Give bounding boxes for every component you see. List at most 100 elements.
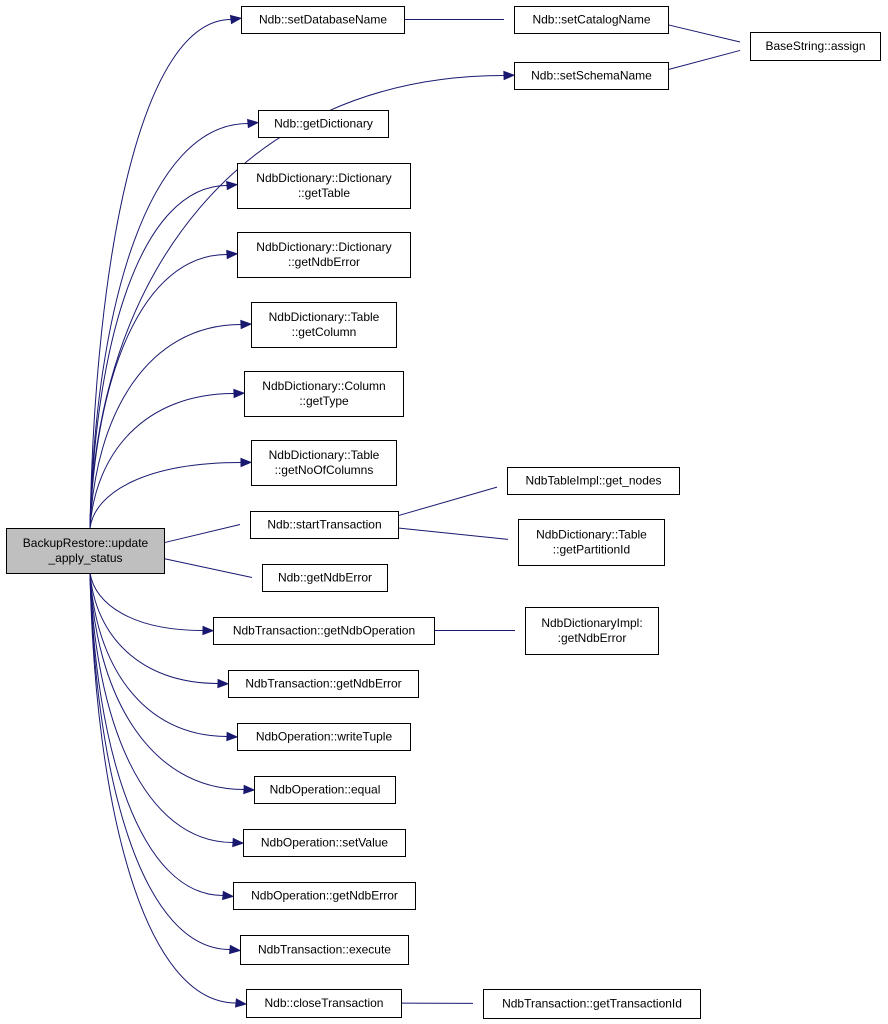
node-box <box>246 989 402 1018</box>
edge-line <box>89 572 237 1004</box>
edge-root-to-table-get-column <box>89 319 253 529</box>
node-get-nodes[interactable]: NdbTableImpl::get_nodes <box>507 467 680 495</box>
node-ndb-get-ndb-error[interactable]: Ndb::getNdbError <box>262 564 388 592</box>
edge-root-to-execute <box>89 572 242 955</box>
node-box <box>514 62 669 90</box>
node-box <box>228 670 419 698</box>
edge-arrowhead <box>226 731 239 742</box>
call-nodes: BackupRestore::update_apply_status Ndb::s… <box>6 6 881 1019</box>
node-column-get-type[interactable]: NdbDictionary::Column::getType <box>244 371 404 417</box>
edge-arrowhead <box>233 388 246 399</box>
node-label: ::getType <box>299 394 349 408</box>
edge-set-catalog-name-to-assign <box>667 24 741 43</box>
edge-arrowhead <box>247 118 260 129</box>
node-label: NdbTransaction::execute <box>258 943 391 957</box>
edge-line <box>89 572 204 631</box>
node-dict-get-ndb-error[interactable]: NdbDictionary::Dictionary::getNdbError <box>237 232 411 278</box>
edge-arrowhead <box>240 319 253 330</box>
node-table-get-no-of-columns[interactable]: NdbDictionary::Table::getNoOfColumns <box>251 440 397 486</box>
node-label: Ndb::getDictionary <box>274 117 373 131</box>
edge-line <box>89 19 232 529</box>
node-label: Ndb::setCatalogName <box>532 13 650 27</box>
node-label: NdbDictionaryImpl: <box>541 616 642 630</box>
node-label: NdbOperation::writeTuple <box>256 730 393 744</box>
node-label: :getNdbError <box>558 631 627 645</box>
node-label: NdbDictionary::Dictionary <box>256 171 391 185</box>
node-box <box>258 110 389 138</box>
node-box <box>250 511 399 539</box>
node-assign[interactable]: BaseString::assign <box>750 32 881 61</box>
node-box <box>237 723 411 751</box>
edge-line <box>89 572 234 843</box>
node-write-tuple[interactable]: NdbOperation::writeTuple <box>237 723 411 751</box>
node-label: ::getColumn <box>292 325 357 339</box>
edge-root-to-write-tuple <box>89 572 239 742</box>
node-get-dictionary[interactable]: Ndb::getDictionary <box>258 110 389 138</box>
edge-root-to-get-ndb-operation <box>89 572 215 636</box>
node-set-value[interactable]: NdbOperation::setValue <box>243 829 406 857</box>
node-set-catalog-name[interactable]: Ndb::setCatalogName <box>514 6 669 34</box>
edge-root-to-close-transaction <box>89 572 248 1008</box>
node-dict-get-table[interactable]: NdbDictionary::Dictionary::getTable <box>237 163 411 209</box>
node-label: NdbOperation::getNdbError <box>251 889 398 903</box>
node-label: Ndb::startTransaction <box>267 518 381 532</box>
node-get-ndb-operation[interactable]: NdbTransaction::getNdbOperation <box>213 617 435 645</box>
edge-arrowhead <box>217 678 230 689</box>
node-execute[interactable]: NdbTransaction::execute <box>240 935 409 965</box>
edge-line <box>163 558 253 578</box>
node-label: ::getTable <box>298 186 350 200</box>
node-box <box>518 519 665 566</box>
node-trans-get-ndb-error[interactable]: NdbTransaction::getNdbError <box>228 670 419 698</box>
node-label: ::getNoOfColumns <box>275 463 374 477</box>
edge-root-to-trans-get-ndb-error <box>89 572 230 689</box>
edge-root-to-ndb-get-ndb-error <box>163 558 253 578</box>
node-get-transaction-id[interactable]: NdbTransaction::getTransactionId <box>483 989 701 1019</box>
edge-line <box>89 123 249 529</box>
node-dict-impl-get-ndb-error[interactable]: NdbDictionaryImpl::getNdbError <box>525 607 659 655</box>
edge-line <box>89 572 228 737</box>
node-set-schema-name[interactable]: Ndb::setSchemaName <box>514 62 669 90</box>
node-label: NdbTransaction::getNdbOperation <box>233 624 415 638</box>
edge-set-schema-name-to-assign <box>667 49 741 71</box>
edge-root-to-column-get-type <box>89 388 246 529</box>
node-box <box>213 617 435 645</box>
edge-line <box>89 393 235 529</box>
edge-line <box>89 185 228 529</box>
node-label: Ndb::getNdbError <box>278 571 372 585</box>
edge-line <box>89 572 231 950</box>
node-label: NdbDictionary::Column <box>262 379 385 393</box>
edge-arrowhead <box>202 625 215 636</box>
node-box <box>483 989 701 1019</box>
edge-line <box>397 527 509 540</box>
node-box <box>237 232 411 278</box>
node-label: BackupRestore::update <box>23 536 149 550</box>
edge-arrowhead <box>235 998 248 1008</box>
node-set-database-name[interactable]: Ndb::setDatabaseName <box>241 6 405 34</box>
node-box <box>251 440 397 486</box>
edge-root-to-table-get-no-of-columns <box>89 457 253 529</box>
node-root[interactable]: BackupRestore::update_apply_status <box>6 528 165 574</box>
node-label: NdbTableImpl::get_nodes <box>525 474 661 488</box>
node-label: ::getNdbError <box>288 255 360 269</box>
node-op-get-ndb-error[interactable]: NdbOperation::getNdbError <box>233 882 416 910</box>
edge-line <box>89 324 242 529</box>
node-label: NdbTransaction::getTransactionId <box>502 997 682 1011</box>
edge-root-to-get-dictionary <box>89 118 260 529</box>
node-box <box>243 829 406 857</box>
edge-root-to-op-get-ndb-error <box>89 572 235 901</box>
edge-line <box>89 254 228 529</box>
edge-line <box>163 524 241 544</box>
node-start-transaction[interactable]: Ndb::startTransaction <box>250 511 399 539</box>
node-get-partition-id[interactable]: NdbDictionary::Table::getPartitionId <box>518 519 665 566</box>
node-label: ::getPartitionId <box>553 543 630 557</box>
node-box <box>244 371 404 417</box>
node-label: Ndb::closeTransaction <box>265 996 384 1010</box>
edge-arrowhead <box>229 944 242 955</box>
edge-arrowhead <box>243 784 256 795</box>
node-box <box>254 776 396 804</box>
edge-root-to-equal <box>89 572 256 795</box>
node-equal[interactable]: NdbOperation::equal <box>254 776 396 804</box>
edge-arrowhead <box>240 457 253 468</box>
node-close-transaction[interactable]: Ndb::closeTransaction <box>246 989 402 1018</box>
node-table-get-column[interactable]: NdbDictionary::Table::getColumn <box>251 302 397 348</box>
